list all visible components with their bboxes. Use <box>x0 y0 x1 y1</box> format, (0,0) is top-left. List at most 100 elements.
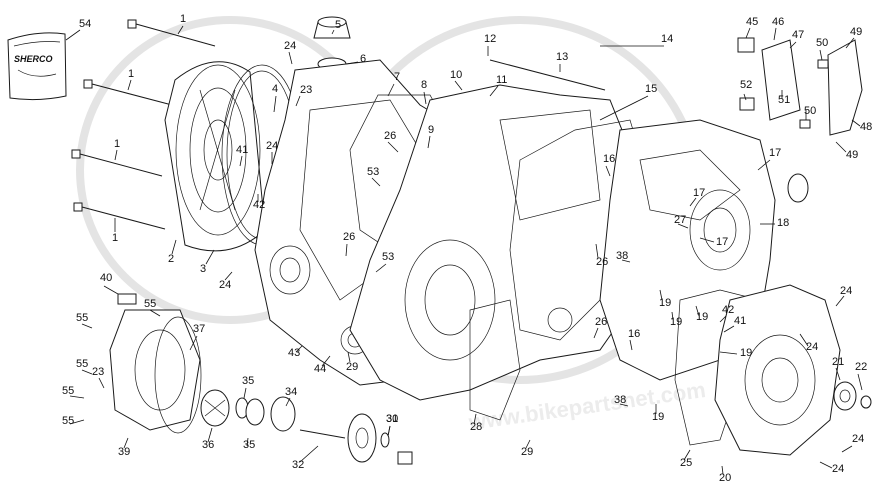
part-label-26: 26 <box>343 231 355 243</box>
part-label-21: 21 <box>832 356 844 368</box>
part-label-42: 42 <box>722 304 734 316</box>
leader-line <box>723 325 735 333</box>
leader-line <box>321 355 331 367</box>
part-label-26: 26 <box>596 256 608 268</box>
part-label-26: 26 <box>595 316 607 328</box>
part-label-29: 29 <box>521 446 533 458</box>
part-label-14: 14 <box>661 33 673 45</box>
part-label-44: 44 <box>314 363 326 375</box>
part-label-19: 19 <box>670 316 682 328</box>
leader-line <box>69 395 85 399</box>
leader-line <box>671 311 674 321</box>
leader-line <box>745 27 751 39</box>
leader-line <box>489 85 499 97</box>
leader-line <box>683 449 691 461</box>
part-label-22: 22 <box>855 361 867 373</box>
part-label-55: 55 <box>76 358 88 370</box>
part-label-24: 24 <box>806 341 818 353</box>
center-crankcase <box>349 84 636 401</box>
part-label-53: 53 <box>367 166 379 178</box>
part-label-55: 55 <box>144 298 156 310</box>
leader-line <box>699 237 715 243</box>
part-label-36: 36 <box>202 439 214 451</box>
leader-line <box>114 149 118 161</box>
leader-line <box>98 377 105 389</box>
leader-line <box>819 461 833 469</box>
leader-line <box>835 295 845 307</box>
part-label-24: 24 <box>266 140 278 152</box>
pump-o-ring <box>154 316 202 434</box>
leader-line <box>295 345 303 353</box>
part-label-53: 53 <box>382 251 394 263</box>
leader-line <box>525 439 531 449</box>
part-label-35: 35 <box>242 375 254 387</box>
part-label-17: 17 <box>693 187 705 199</box>
part-label-12: 12 <box>484 33 496 45</box>
leader-line <box>719 351 738 355</box>
part-label-2: 2 <box>168 253 174 265</box>
leader-line <box>345 243 348 257</box>
leader-line <box>789 41 797 49</box>
leader-line <box>695 305 700 317</box>
part-label-30: 30 <box>386 413 398 425</box>
leader-line <box>721 465 724 475</box>
part-label-42: 42 <box>253 199 265 211</box>
part-label-18: 18 <box>777 217 789 229</box>
leader-line <box>375 263 387 273</box>
leader-line <box>345 61 359 65</box>
part-label-55: 55 <box>62 385 74 397</box>
leader-line <box>593 327 599 339</box>
leader-line <box>69 419 85 425</box>
leader-line <box>103 285 119 295</box>
part-label-49: 49 <box>850 26 862 38</box>
part-label-19: 19 <box>652 411 664 423</box>
part-label-7: 7 <box>394 71 400 83</box>
leader-line <box>677 223 689 229</box>
leader-line <box>689 197 697 207</box>
part-label-54: 54 <box>79 18 91 30</box>
leader-line <box>207 427 213 443</box>
leader-line <box>285 397 291 407</box>
part-label-24: 24 <box>840 285 852 297</box>
part-label-17: 17 <box>716 236 728 248</box>
part-label-49: 49 <box>846 149 858 161</box>
part-label-38: 38 <box>616 250 628 262</box>
part-label-6: 6 <box>360 53 366 65</box>
leader-line <box>719 315 727 323</box>
leader-line <box>835 367 841 381</box>
leader-line <box>273 95 277 113</box>
part-label-11: 11 <box>496 74 507 86</box>
leader-line <box>224 271 233 281</box>
leader-line <box>371 177 381 187</box>
leader-line <box>347 351 351 363</box>
ignition-cover <box>714 284 841 456</box>
leader-line <box>243 387 247 399</box>
leader-line <box>621 259 631 263</box>
leader-line <box>841 445 853 453</box>
part-label-34: 34 <box>285 386 297 398</box>
part-label-1: 1 <box>180 13 186 25</box>
part-label-15: 15 <box>645 83 657 95</box>
part-label-13: 13 <box>556 51 568 63</box>
gasket-kit-bag: SHERCO <box>7 32 67 101</box>
leader-line <box>127 79 132 91</box>
leader-line <box>81 369 93 375</box>
leader-line <box>851 119 861 127</box>
leader-line <box>299 445 319 463</box>
part-label-43: 43 <box>288 347 300 359</box>
leader-line <box>743 93 747 101</box>
part-label-46: 46 <box>772 16 784 28</box>
watermark-text: www.bikepartsnet.com <box>466 377 707 435</box>
leader-line <box>189 335 198 351</box>
leader-line <box>473 413 477 425</box>
part-label-26: 26 <box>384 130 396 142</box>
leader-line <box>427 135 431 149</box>
leader-line <box>599 95 649 121</box>
part-label-8: 8 <box>421 79 427 91</box>
part-label-45: 45 <box>746 16 758 28</box>
part-label-37: 37 <box>193 323 205 335</box>
part-label-9: 9 <box>428 124 434 136</box>
bag-brand-text: SHERCO <box>14 54 53 64</box>
part-label-3: 3 <box>200 263 206 275</box>
